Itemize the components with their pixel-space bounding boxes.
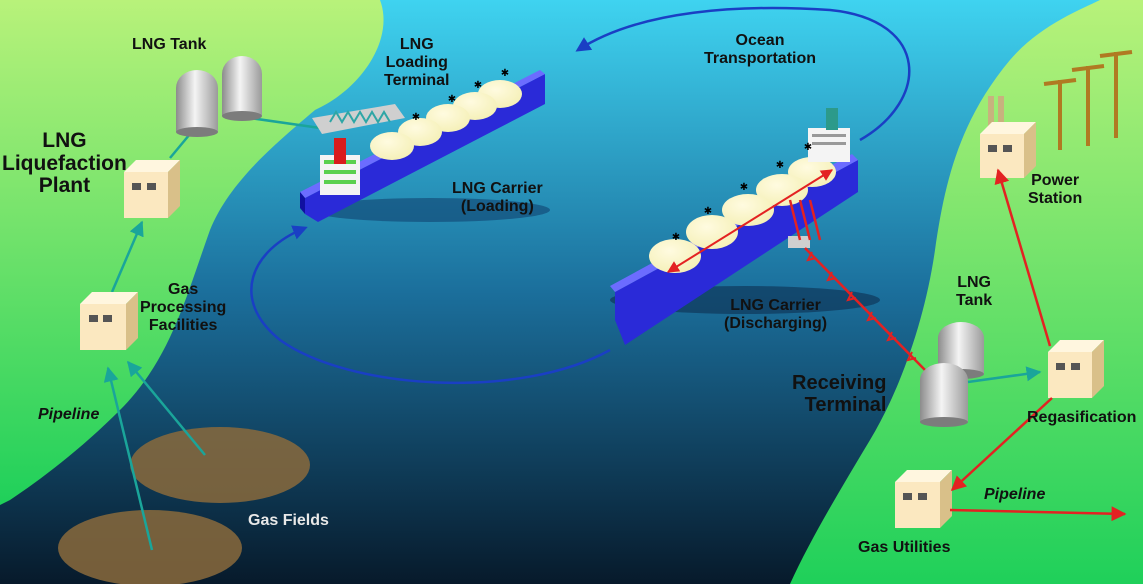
flow-arrow-regas-to-utilities — [950, 397, 1053, 492]
dome-marker-icon: ✱ — [448, 94, 456, 105]
label-pipeline-right: Pipeline — [984, 486, 1046, 503]
label-gas-utilities: Gas Utilities — [858, 539, 951, 556]
unloading-trestle — [806, 251, 917, 362]
plant-building-icon — [124, 160, 180, 218]
gas-field-icon — [130, 427, 310, 503]
power-pylon-icon — [1043, 50, 1133, 150]
pipeline-out-arrow — [949, 506, 1127, 522]
lng-storage-tank-icon — [920, 363, 968, 427]
unloading-arm — [788, 199, 926, 371]
pipeline-flow-arrow — [103, 366, 154, 551]
flow-line-tank-to-terminal — [249, 116, 321, 130]
label-pipeline-left: Pipeline — [38, 406, 100, 423]
dome-marker-icon: ✱ — [474, 80, 482, 91]
plant-building-icon — [80, 292, 138, 350]
dome-marker-icon: ✱ — [672, 232, 680, 243]
dome-marker-icon: ✱ — [412, 112, 420, 123]
label-line: Plant — [38, 174, 91, 198]
label-receiving-terminal: Receiving Terminal — [792, 372, 886, 417]
destination-land — [790, 0, 1143, 584]
lng-carrier-ship-icon — [610, 108, 880, 345]
label-loading-terminal: LNG Loading Terminal — [384, 36, 450, 90]
label-carrier-discharging: LNG Carrier (Discharging) — [724, 297, 827, 333]
dome-marker-icon: ✱ — [804, 142, 812, 153]
label-line: Terminal — [804, 394, 887, 417]
label-line: LNG Carrier — [452, 180, 543, 197]
label-carrier-loading: LNG Carrier (Loading) — [452, 180, 543, 216]
route-arrow-return — [250, 225, 611, 385]
label-line: Tank — [956, 291, 993, 309]
label-line: LNG — [42, 129, 87, 152]
label-line: Terminal — [384, 71, 450, 89]
label-line: Power — [1031, 172, 1080, 189]
label-line: Station — [1028, 189, 1083, 207]
label-line: (Loading) — [460, 197, 534, 215]
label-lng-tank-right: LNG Tank — [956, 274, 992, 310]
power-station-icon — [980, 96, 1036, 178]
label-line: Transportation — [704, 49, 817, 67]
dome-marker-icon: ✱ — [704, 206, 712, 217]
label-line: Ocean — [735, 32, 785, 49]
lng-carrier-ship-icon — [300, 70, 550, 222]
route-arrow-outbound — [575, 6, 911, 142]
dome-marker-icon: ✱ — [776, 160, 784, 171]
label-line: Gas — [168, 281, 199, 298]
label-lng-tank-left: LNG Tank — [132, 36, 207, 53]
label-line: (Discharging) — [724, 314, 828, 332]
flow-arrow-processing-to-plant — [110, 220, 144, 293]
label-line: Receiving — [792, 372, 887, 394]
label-line: Loading — [385, 53, 448, 71]
dome-marker-icon: ✱ — [501, 68, 509, 79]
label-ocean-transport: Ocean Transportation — [704, 32, 816, 68]
plant-building-icon — [1048, 340, 1104, 398]
source-land — [0, 0, 384, 505]
label-line: Processing — [140, 298, 227, 316]
label-regasification: Regasification — [1027, 409, 1137, 426]
label-power-station: Power Station — [1028, 172, 1082, 208]
pipeline-flow-arrow — [127, 360, 206, 456]
lng-storage-tank-icon — [176, 70, 218, 137]
label-line: LNG Carrier — [730, 297, 821, 314]
label-line: Liquefaction — [2, 151, 127, 175]
label-gas-fields: Gas Fields — [248, 512, 329, 529]
label-gas-processing: Gas Processing Facilities — [140, 281, 226, 335]
label-liquefaction-plant: LNG Liquefaction Plant — [2, 129, 127, 198]
lng-storage-tank-icon — [222, 56, 262, 121]
label-line: LNG — [399, 36, 434, 53]
label-line: LNG — [957, 274, 991, 291]
label-line: Facilities — [148, 316, 218, 334]
flow-arrow-tank-to-regas — [967, 366, 1042, 384]
flow-arrow-regas-to-power — [994, 168, 1052, 347]
plant-building-icon — [895, 470, 952, 528]
dome-marker-icon: ✱ — [740, 182, 748, 193]
